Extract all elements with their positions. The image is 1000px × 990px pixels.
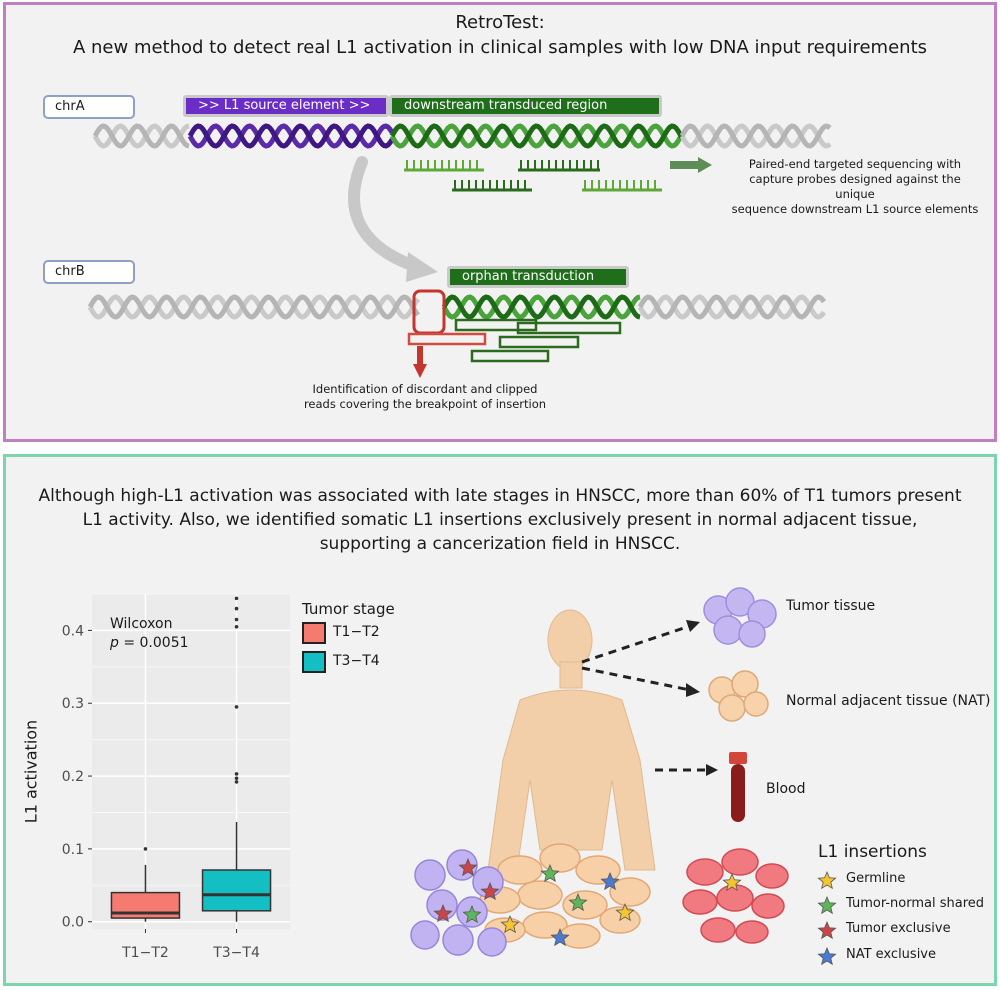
blood-tube-icon [729, 752, 747, 822]
blood-cells-icon [682, 848, 789, 944]
y-tick-label: 0.2 [62, 769, 84, 785]
legend-label-t3t4: T3−T4 [333, 653, 380, 669]
chrA-label: chrA [43, 95, 135, 119]
legend-tumor-exclusive: Tumor exclusive [846, 921, 951, 936]
box-t3t4 [201, 596, 272, 922]
p-value: = 0.0051 [123, 635, 189, 651]
legend-star-icon [817, 895, 837, 915]
tumor-tissue-label: Tumor tissue [786, 598, 876, 614]
outlier-point [234, 772, 239, 776]
insertions-legend-title: L1 insertions [818, 842, 927, 862]
outlier-point [234, 780, 239, 784]
legend-swatch-t3t4 [302, 651, 326, 673]
stat-test: Wilcoxon [110, 616, 173, 632]
chrB-orphan-helix [441, 294, 641, 320]
retrotest-panel [3, 2, 997, 442]
read-3 [498, 335, 580, 349]
legend-label-t1t2: T1−T2 [333, 624, 380, 640]
read-2 [516, 321, 622, 335]
box-t1t2 [110, 847, 181, 922]
legend-tumor-normal-shared: Tumor-normal shared [846, 896, 984, 911]
identification-arrow-head [413, 364, 427, 378]
l1-source-element-bar: >> L1 source element >> [183, 95, 389, 117]
legend-star-icon [817, 870, 837, 890]
downstream-region-bar: downstream transduced region [389, 95, 662, 117]
probe-2 [518, 160, 600, 172]
insertion-star-icon [540, 863, 560, 883]
x-tick-label: T3−T4 [212, 945, 260, 961]
clipped-read [407, 332, 487, 346]
legend-star-icon [817, 946, 837, 966]
y-tick-label: 0.3 [62, 696, 84, 712]
y-tick-label: 0.4 [62, 623, 84, 639]
legend-title: Tumor stage [302, 600, 395, 618]
transduction-arrow-head [406, 252, 438, 282]
dna-helices [87, 123, 832, 320]
insertion-star-icon [550, 927, 570, 947]
chrB-flank-left [87, 294, 421, 320]
chrA-flank-right [679, 123, 832, 149]
capture-probes [404, 160, 662, 192]
human-body-icon [487, 609, 656, 871]
legend-nat-exclusive: NAT exclusive [846, 947, 936, 962]
probe-4 [582, 180, 662, 192]
insertion-star-icon [568, 892, 588, 912]
legend-star-icon [817, 920, 837, 940]
read-4 [470, 349, 550, 363]
chrA-transduced-helix [389, 123, 685, 149]
legend-germline: Germline [846, 871, 906, 886]
outlier-point [234, 617, 239, 622]
outlier-point [234, 624, 239, 629]
legend-swatch-t1t2 [302, 622, 326, 644]
insertion-star-icon [462, 904, 482, 924]
x-tick-label: T1−T2 [121, 945, 169, 961]
blood-label: Blood [766, 781, 806, 797]
grid [92, 593, 290, 929]
chart-marks [110, 596, 272, 922]
sequencing-note: Paired-end targeted sequencing with capt… [731, 157, 979, 216]
insertion-star-icon [458, 857, 478, 877]
chrA-l1-source-helix [187, 123, 395, 149]
y-tick-label: 0.0 [62, 915, 84, 931]
summary-text: Although high-L1 activation was associat… [38, 486, 962, 554]
outlier-point [234, 705, 239, 709]
p-value-line: p = 0.0051 [110, 635, 189, 651]
chrB-label: chrB [43, 260, 135, 284]
insertion-star-icon [615, 902, 635, 922]
retrotest-title: RetroTest: [455, 12, 545, 33]
insertion-star-icon [480, 881, 500, 901]
chrB-flank-right [637, 294, 827, 320]
orphan-transduction-bar: orphan transduction [447, 266, 629, 288]
insertion-star-icon [433, 903, 453, 923]
insertion-star-icon [500, 914, 520, 934]
sampling-arrows [581, 624, 708, 772]
sequencing-arrow-head [698, 157, 712, 173]
insertion-stars [433, 857, 742, 947]
p-label: p [110, 635, 119, 651]
y-tick-label: 0.1 [62, 842, 84, 858]
outlier-point [143, 847, 148, 851]
outlier-point [234, 596, 239, 601]
retrotest-subtitle: A new method to detect real L1 activatio… [72, 37, 928, 58]
chrA-flank-left [92, 123, 190, 149]
tumor-cells-icon [703, 587, 777, 648]
read-1 [454, 318, 538, 332]
sampling-arrow-heads [686, 620, 718, 776]
identification-note: Identification of discordant and clipped… [303, 382, 547, 411]
insertion-star-icon [722, 872, 742, 892]
axis-ticks: 0.0 0.1 0.2 0.3 0.4T1−T2 T3−T4 [62, 623, 260, 961]
nat-label: Normal adjacent tissue (NAT) [786, 693, 991, 709]
insertion-star-icon [600, 871, 620, 891]
outlier-point [234, 776, 239, 781]
outlier-point [234, 606, 239, 611]
nat-cells-icon [708, 670, 769, 722]
probe-3 [452, 180, 532, 192]
box-body [201, 869, 272, 912]
transduction-arrow [348, 156, 426, 274]
probe-1 [404, 160, 484, 172]
